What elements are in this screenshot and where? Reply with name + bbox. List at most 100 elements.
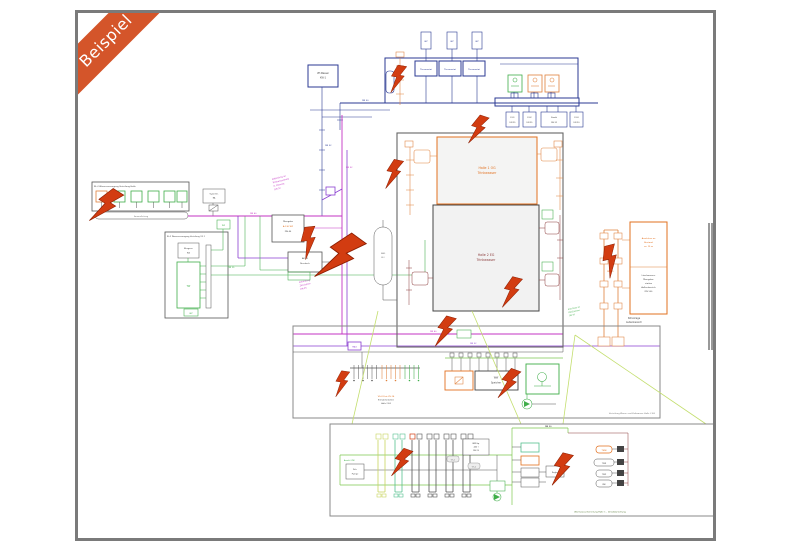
distribution-bar [494,97,580,107]
svg-text:A-130 WZ: A-130 WZ [283,225,294,228]
svg-text:MAG: MAG [381,252,386,255]
comb-note-2: Entnahmestellen [378,399,395,402]
lightning-bolt-icon [333,369,351,399]
svg-text:Anschluss an: Anschluss an [568,305,582,311]
svg-text:RW-Zisterne: RW-Zisterne [568,309,581,315]
outlet-green-5 [176,190,188,203]
left-note: Anschl. KW [344,459,355,462]
svg-text:DN 32: DN 32 [470,343,477,345]
riser-outlet-1 [597,336,611,347]
halls-container: Halle 1 OG Trinkwasser Halle 2 EG Trinkw… [396,132,564,348]
svg-text:Löschwasser-: Löschwasser- [642,274,656,277]
svg-text:Außenbereich: Außenbereich [641,286,656,289]
unit-black-1 [520,467,540,478]
box1-title: RL-2 Wasserversorgung Verteilung Halle [94,185,137,188]
svg-text:DN 40: DN 40 [250,213,257,215]
system-separator [202,188,226,204]
valve-tag [325,186,336,196]
hall1-left-fitting [413,149,431,164]
svg-text:DN 32: DN 32 [325,145,332,147]
svg-text:WZ: WZ [189,313,193,315]
comb-note-3: Halle 2 EG [381,403,391,405]
detail-box-outline [329,423,713,517]
svg-text:TW: TW [187,285,191,288]
svg-text:RW: RW [602,484,605,486]
svg-text:AP-02: AP-02 [302,257,309,260]
ve-box-line1: VE-Wasser [317,72,329,75]
thermostat-label-2: Thermostat [444,68,456,71]
blue-pipe-network: VE-Wasser KW-1 WZ WZ WZ Thermostat Therm… [307,31,598,216]
svg-text:Kombi: Kombi [551,117,557,119]
hall2-box [432,204,540,312]
hall2-right-fitting-2 [544,273,560,287]
svg-text:Pumpe: Pumpe [352,474,359,476]
box2-title: RL-2 Wasserversorgung Verteilung OG 1 [167,235,206,238]
thermostat-label-3: Thermostat [468,68,480,71]
projection-lines [351,310,707,425]
hall1-right-fitting [540,147,558,162]
bar-label: Sammelleitung [134,215,149,218]
svg-text:DN 25: DN 25 [510,122,517,124]
boundary-line [708,223,713,350]
pill-twk [593,458,615,467]
ve-water-box [307,64,339,88]
middle-equipment: Übergabe A-130 WZ DN 40 AP-02 Druckerh. … [271,214,397,301]
svg-text:DN 25: DN 25 [473,450,480,452]
meter-tag-1: WZ [424,41,428,43]
svg-text:ca. 15 m: ca. 15 m [644,246,653,248]
svg-text:400 l: 400 l [474,447,479,449]
pill-rw [595,479,613,488]
pump-box-4 [569,111,584,128]
wz-tag-box [216,219,231,230]
svg-text:DN 50: DN 50 [362,100,369,102]
riser-block [176,261,201,309]
svg-text:Regler: Regler [552,471,558,474]
sw-label-2: Außenbereich [626,321,642,324]
svg-text:DN 20: DN 20 [545,426,552,428]
hall1-box [436,136,538,205]
svg-text:P-01: P-01 [510,117,515,119]
pump-box-3 [540,111,568,128]
svg-text:DN 20: DN 20 [574,122,581,124]
svg-text:DN 100: DN 100 [645,291,653,293]
green-valve-box [489,480,506,492]
pump-boxes: P-01 DN 25 P-02 DN 25 Kombi DN 32 P-03 D… [505,111,584,128]
svg-text:Anschluss an: Anschluss an [642,237,656,240]
thermostat-box-3 [462,60,486,77]
svg-text:DN 32: DN 32 [274,187,281,191]
tag-pill-1 [446,455,460,463]
quantity-meter-box [177,242,200,259]
note-supply: Anbindung an Trinkwassernetz lt. Planung… [272,174,290,191]
svg-text:WZ: WZ [222,225,226,227]
thermostat-box-2 [438,60,462,77]
svg-text:DN 32: DN 32 [551,122,558,124]
svg-text:DN 40: DN 40 [285,231,292,233]
outlet-green-4 [163,190,176,203]
svg-text:Bestand: Bestand [644,241,653,244]
svg-text:TWZ: TWZ [602,474,607,476]
hall2-right-fitting-1 [544,221,560,235]
svg-text:TWW: TWW [602,450,607,452]
svg-text:DN 50: DN 50 [569,314,576,317]
svg-text:Zirk.: Zirk. [353,468,358,471]
svg-text:Mengenz.: Mengenz. [184,248,194,250]
tag-pill-2 [467,462,481,470]
sensor-3 [617,470,624,476]
outlet-green-2 [130,190,143,203]
drawing-sheet: Beispiel VE-Wasser KW-1 [75,10,716,541]
hall2-label-2: Trinkwasser [476,258,496,262]
manifold-strip [205,244,212,309]
note-circulation: Anbindung Zirkulation DN 25 [299,279,312,291]
hall2-left-fitting [411,271,429,286]
handover-box [271,214,305,243]
pill-tww [595,445,613,454]
schematic-svg: VE-Wasser KW-1 WZ WZ WZ Thermostat Therm… [86,31,713,517]
svg-text:VS-2: VS-2 [472,467,477,469]
svg-text:VS-1: VS-1 [451,460,456,462]
pill-twz [595,469,613,478]
svg-text:DN 25: DN 25 [527,122,534,124]
hall2-right-green-2 [541,261,554,272]
bottom-tag-box [183,308,199,317]
svg-text:DN 40: DN 40 [430,331,437,333]
